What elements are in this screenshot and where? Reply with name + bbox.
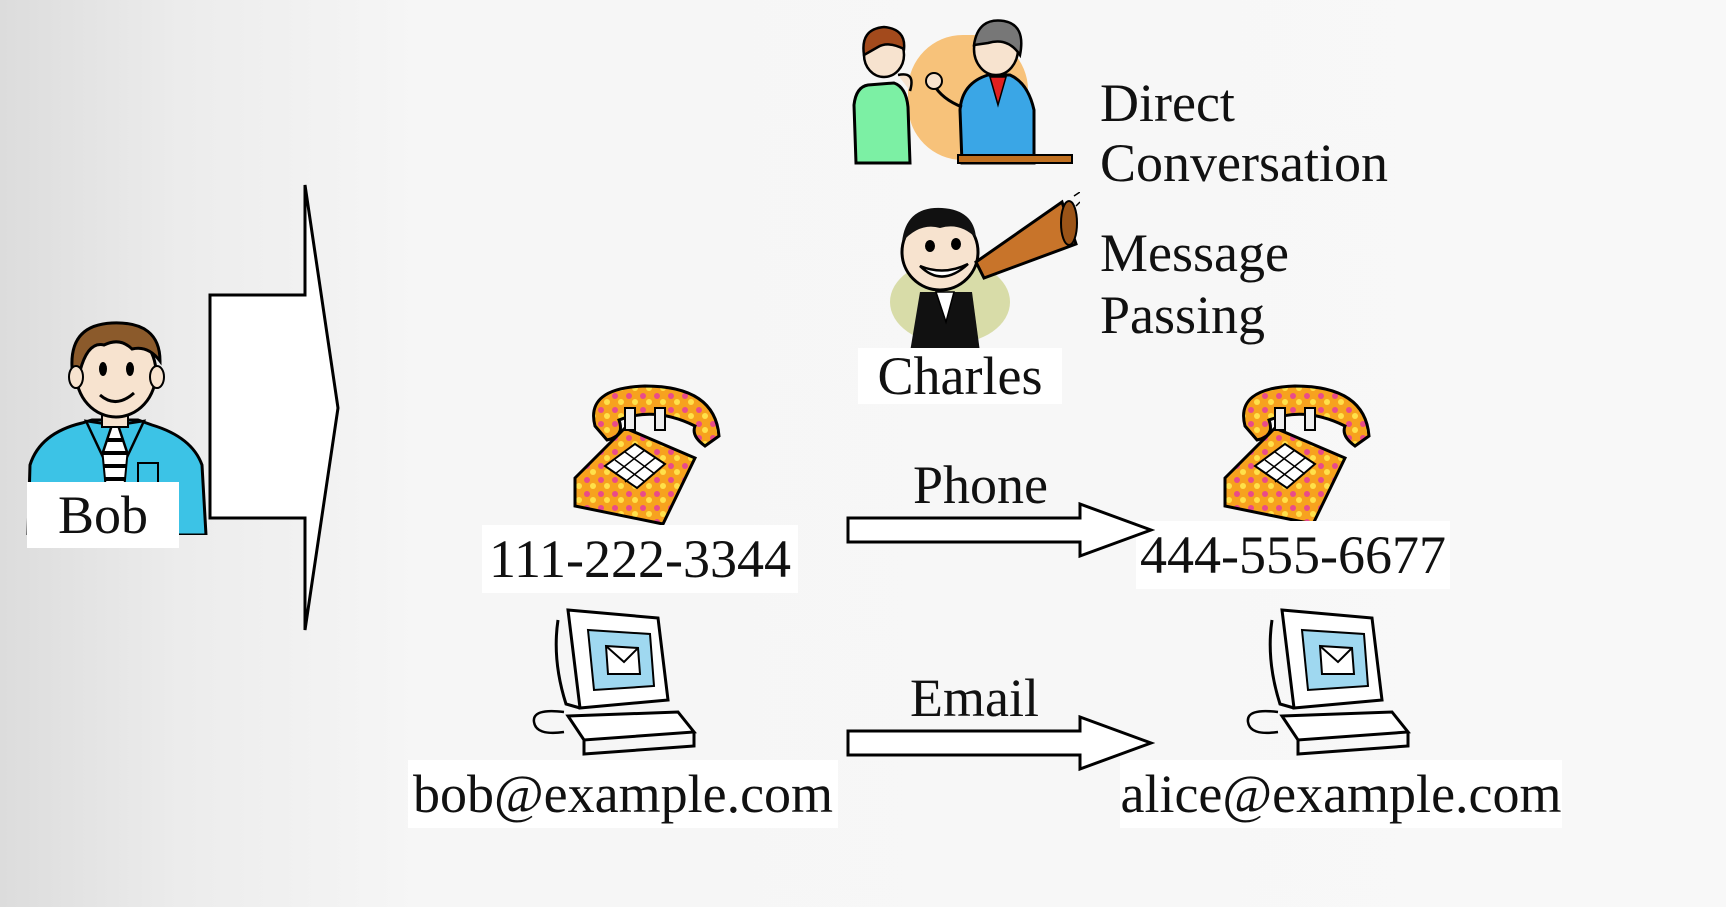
email-method-label: Email xyxy=(910,668,1039,728)
phone-icon xyxy=(573,384,721,526)
message-passing-line1: Message xyxy=(1100,223,1289,283)
email-arrow xyxy=(846,714,1155,772)
alice-phone-number: 444-555-6677 xyxy=(1136,521,1450,589)
charles-megaphone-icon xyxy=(890,192,1080,352)
bob-email-address: bob@example.com xyxy=(408,760,838,828)
direct-conversation-icon xyxy=(852,19,1073,165)
alice-email-address: alice@example.com xyxy=(1120,760,1562,828)
big-right-arrow xyxy=(208,184,340,631)
phone-arrow xyxy=(846,501,1155,559)
direct-conversation-line1: Direct xyxy=(1100,73,1235,133)
email-computer-icon xyxy=(532,608,697,756)
phone-method-label: Phone xyxy=(913,455,1048,515)
charles-label: Charles xyxy=(858,348,1062,404)
email-computer-icon xyxy=(1246,608,1411,756)
direct-conversation-line2: Conversation xyxy=(1100,133,1388,193)
bob-phone-number: 111-222-3344 xyxy=(482,525,798,593)
phone-icon xyxy=(1223,384,1371,526)
bob-label: Bob xyxy=(27,482,179,548)
message-passing-line2: Passing xyxy=(1100,285,1266,345)
